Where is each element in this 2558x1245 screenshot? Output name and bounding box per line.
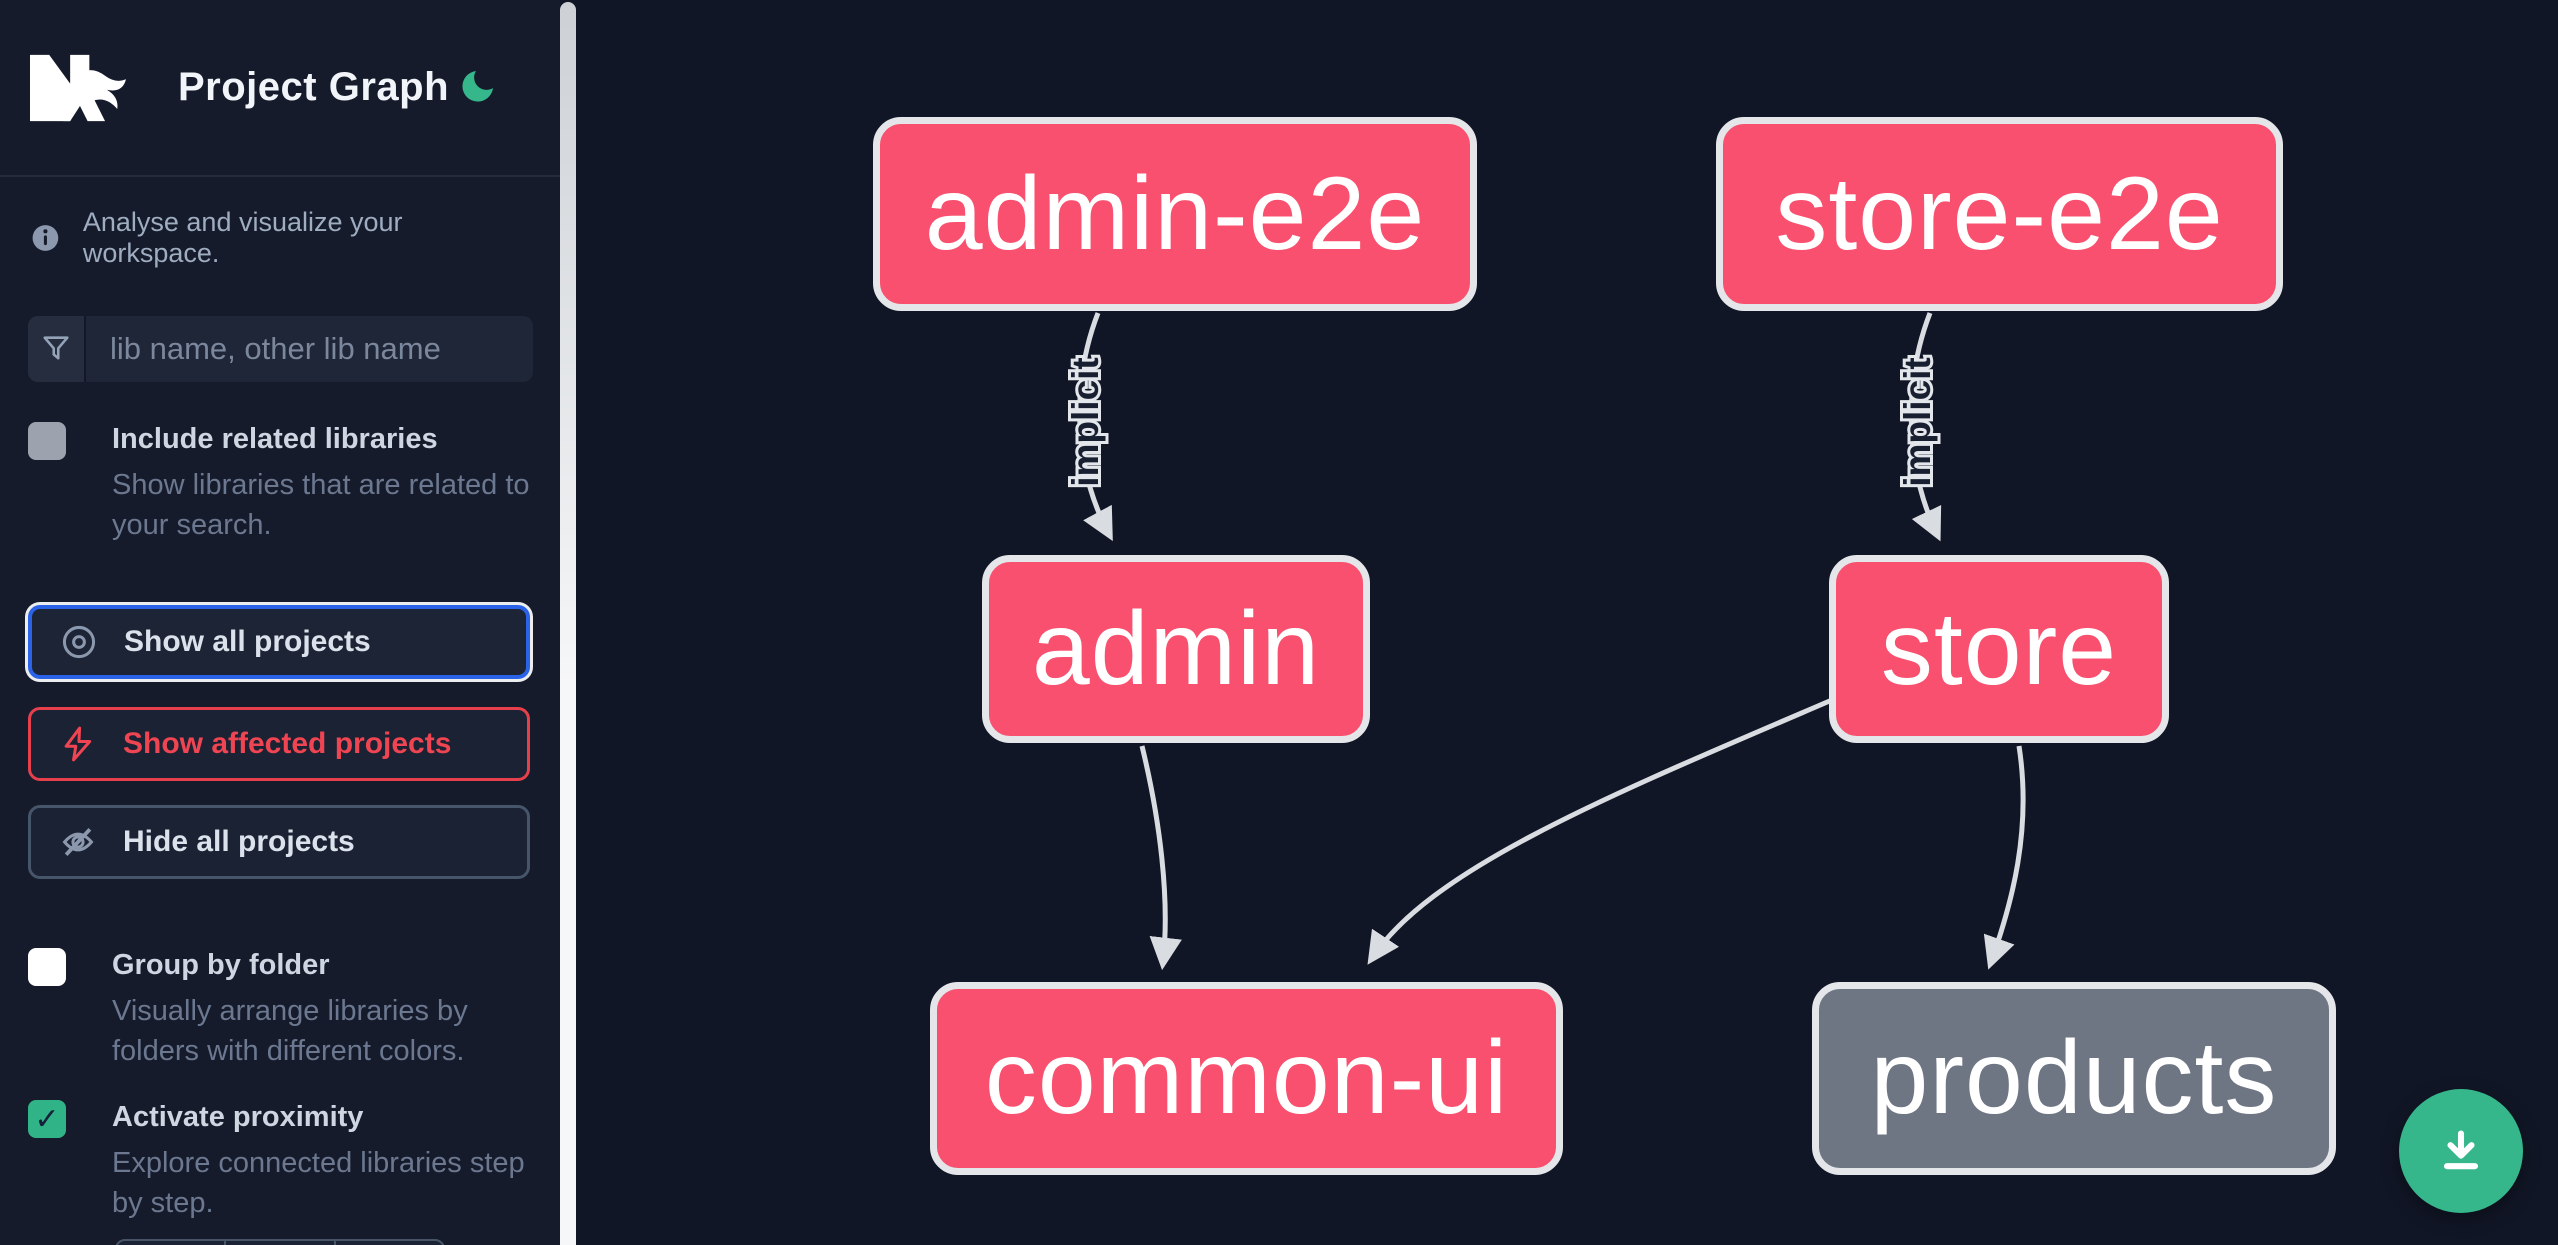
show-all-projects-button[interactable]: Show all projects (28, 605, 530, 679)
option-group-by-folder: Group by folder Visually arrange librari… (28, 946, 533, 1071)
proximity-stepper-control[interactable] (115, 1239, 445, 1245)
option-label: Include related libraries (112, 423, 438, 455)
info-icon (32, 225, 59, 251)
graph-node-common-ui[interactable]: common-ui (930, 982, 1563, 1175)
eye-off-icon (62, 828, 94, 856)
edge-admin-to-common-ui (1139, 745, 1182, 971)
sidebar-scrollbar[interactable] (560, 2, 576, 1245)
option-description: Show libraries that are related to your … (112, 469, 530, 542)
sidebar: Project Graph Analyse and visualize your… (0, 0, 560, 1245)
download-icon (2443, 1130, 2479, 1170)
info-text: Analyse and visualize your workspace. (82, 207, 403, 268)
sidebar-header: Project Graph (0, 0, 560, 177)
edge-store-to-common-ui (1367, 697, 1833, 965)
lightning-bolt-icon (64, 726, 92, 762)
show-affected-projects-button[interactable]: Show affected projects (28, 707, 530, 781)
page-title: Project Graph (178, 65, 450, 109)
edge-store-e2e-to-store (1908, 312, 1942, 542)
stepper-segment[interactable] (226, 1241, 336, 1245)
graph-node-admin[interactable]: admin (982, 555, 1370, 743)
graph-node-store[interactable]: store (1829, 555, 2169, 743)
option-description: Explore connected libraries step by step… (112, 1147, 525, 1220)
project-graph-canvas[interactable]: implicit implicit admin-e2e store-e2e ad… (576, 0, 2558, 1245)
eye-icon (62, 625, 96, 659)
edge-admin-e2e-to-admin (1077, 312, 1113, 542)
search-input[interactable] (86, 316, 533, 382)
edge-label-implicit: implicit (1065, 357, 1106, 487)
option-activate-proximity: ✓ Activate proximity Explore connected l… (28, 1098, 533, 1223)
checkbox-group-by-folder[interactable] (28, 948, 66, 986)
theme-toggle-button[interactable] (456, 66, 500, 110)
option-label: Activate proximity (112, 1101, 364, 1133)
edge-label-implicit: implicit (1897, 357, 1938, 487)
hide-all-projects-button[interactable]: Hide all projects (28, 805, 530, 879)
graph-node-store-e2e[interactable]: store-e2e (1716, 117, 2283, 311)
stepper-segment[interactable] (336, 1241, 443, 1245)
graph-node-products[interactable]: products (1812, 982, 2336, 1175)
check-icon: ✓ (34, 1102, 60, 1136)
checkbox-activate-proximity[interactable]: ✓ (28, 1100, 66, 1138)
option-include-related-libraries: Include related libraries Show libraries… (28, 420, 533, 545)
edge-store-to-products (1983, 745, 2026, 970)
filter-funnel-icon (28, 316, 86, 382)
moon-icon (462, 71, 493, 102)
workspace-info: Analyse and visualize your workspace. (0, 207, 560, 269)
button-label: Hide all projects (123, 825, 355, 858)
option-description: Visually arrange libraries by folders wi… (112, 995, 468, 1068)
checkbox-include-related[interactable] (28, 422, 66, 460)
download-image-button[interactable] (2399, 1089, 2523, 1213)
search-box (28, 316, 533, 382)
graph-node-admin-e2e[interactable]: admin-e2e (873, 117, 1477, 311)
graph-edges: implicit implicit (1062, 312, 2026, 971)
button-label: Show affected projects (123, 727, 452, 760)
nx-logo-icon (30, 54, 126, 121)
option-label: Group by folder (112, 949, 330, 981)
button-label: Show all projects (124, 625, 371, 658)
stepper-segment[interactable] (117, 1241, 227, 1245)
